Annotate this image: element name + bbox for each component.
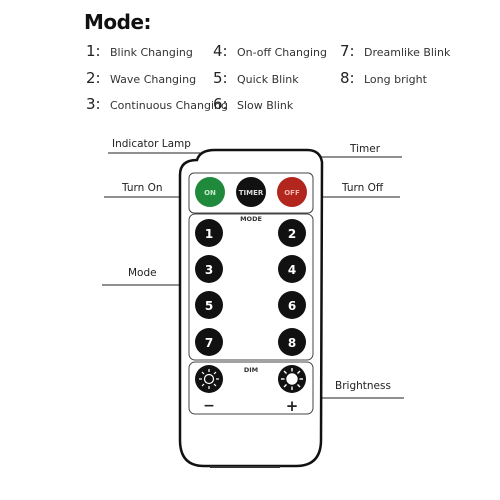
sun-bright-icon [281,368,303,390]
mode-number: 3: [86,95,101,113]
off-button-label: OFF [284,189,300,197]
mode-label: Continuous Changing [110,99,228,112]
mode-button-shape[interactable] [195,291,223,319]
timer-button-label: TIMER [239,189,264,197]
dim-plus-sign: + [286,397,299,415]
mode-label: Long bright [364,73,427,86]
mode-button-8[interactable]: 8 [278,328,306,356]
mode-button-5[interactable]: 5 [195,291,223,319]
mode-item-8: 8: Long bright [340,69,427,87]
mode-label: Blink Changing [110,46,193,59]
mode-item-4: 4: On-off Changing [213,42,327,60]
mode-button-number: 3 [205,263,213,277]
mode-label: Slow Blink [237,99,294,112]
mode-button-number: 4 [288,263,296,277]
mode-number: 6: [213,95,228,113]
mode-button-number: 6 [288,299,296,313]
mode-button-shape[interactable] [195,328,223,356]
mode-number: 4: [213,42,228,60]
callout-indicator-lamp: Indicator Lamp [112,138,191,150]
timer-button[interactable]: TIMER [236,177,266,207]
mode-item-3: 3: Continuous Changing [86,95,228,113]
callout-brightness: Brightness [335,380,391,392]
mode-button-shape[interactable] [278,328,306,356]
dim-minus-sign: − [203,398,215,414]
sun-dim-icon [199,369,219,389]
off-button[interactable]: OFF [277,177,307,207]
mode-title: Mode: [84,10,152,34]
mode-number: 2: [86,69,101,87]
on-button-shape[interactable] [195,177,225,207]
mode-button-number: 5 [205,299,213,313]
mode-button-shape[interactable] [278,255,306,283]
mode-button-1[interactable]: 1 [195,219,223,247]
mode-button-7[interactable]: 7 [195,328,223,356]
dim-panel-label: DIM [244,366,258,374]
off-button-shape[interactable] [277,177,307,207]
dim-up-button[interactable] [278,365,306,393]
mode-button-shape[interactable] [278,291,306,319]
mode-button-number: 1 [205,227,213,241]
mode-button-number: 7 [205,336,213,350]
mode-label: Dreamlike Blink [364,46,451,59]
mode-item-5: 5: Quick Blink [213,69,299,87]
callout-turn-on: Turn On [122,182,163,194]
mode-button-shape[interactable] [278,219,306,247]
callout-mode: Mode [128,267,157,279]
on-button-label: ON [204,189,216,197]
mode-button-number: 2 [288,227,296,241]
mode-panel [188,213,314,361]
dim-down-button[interactable] [195,365,223,393]
mode-label: On-off Changing [237,46,327,59]
callout-turn-off: Turn Off [342,182,384,194]
mode-number: 1: [86,42,101,60]
mode-panel-label: MODE [240,215,262,223]
mode-label: Wave Changing [110,73,197,86]
mode-item-1: 1: Blink Changing [86,42,193,60]
mode-button-number: 8 [288,336,296,350]
mode-item-7: 7: Dreamlike Blink [340,42,450,60]
mode-item-6: 6: Slow Blink [213,95,293,113]
mode-button-6[interactable]: 6 [278,291,306,319]
timer-button-shape[interactable] [236,177,266,207]
mode-number: 5: [213,69,228,87]
mode-number: 7: [340,42,355,60]
on-button[interactable]: ON [195,177,225,207]
mode-button-2[interactable]: 2 [278,219,306,247]
callout-timer: Timer [350,143,381,155]
mode-button-shape[interactable] [195,219,223,247]
mode-button-4[interactable]: 4 [278,255,306,283]
mode-button-3[interactable]: 3 [195,255,223,283]
mode-button-shape[interactable] [195,255,223,283]
mode-item-2: 2: Wave Changing [86,69,196,87]
mode-number: 8: [340,69,355,87]
mode-label: Quick Blink [237,73,299,86]
